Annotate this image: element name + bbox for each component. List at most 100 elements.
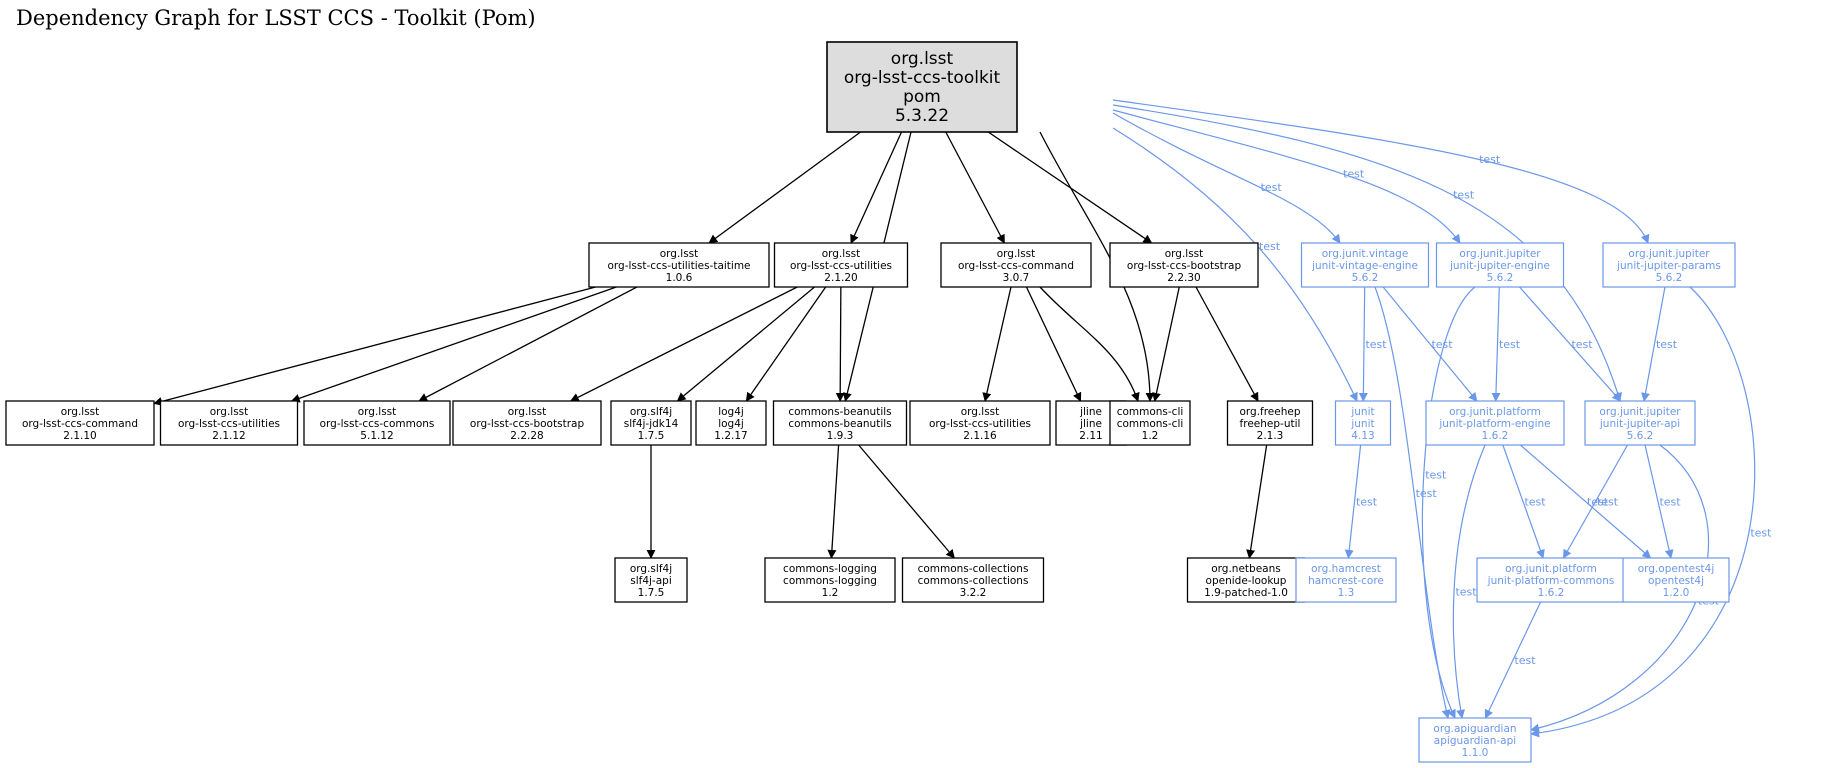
node-jupiter-params[interactable]: org.junit.jupiterjunit-jupiter-params5.6… bbox=[1602, 242, 1736, 288]
edge-line bbox=[676, 286, 815, 402]
edge-line bbox=[708, 131, 861, 244]
node-commons-collections[interactable]: commons-collectionscommons-collections3.… bbox=[901, 557, 1045, 603]
node-label-line: junit-platform-engine bbox=[1438, 418, 1550, 430]
node-label-line: org-lsst-ccs-bootstrap bbox=[470, 418, 585, 430]
node-label-line: org.freehep bbox=[1239, 406, 1300, 418]
edge-line bbox=[1530, 286, 1756, 738]
node-box bbox=[695, 400, 767, 446]
node-label-line: junit-jupiter-engine bbox=[1449, 260, 1550, 272]
edge-line bbox=[1358, 286, 1368, 402]
edge-label: test bbox=[1431, 338, 1453, 351]
edge-label: test bbox=[1479, 153, 1501, 166]
node-label-line: 1.2.0 bbox=[1663, 587, 1690, 599]
node-label-line: 1.7.5 bbox=[638, 430, 665, 442]
edge-line bbox=[1452, 444, 1486, 719]
edge-freehep-to-openide bbox=[1246, 444, 1268, 559]
node-label-line: org.lsst bbox=[961, 406, 1000, 418]
node-label-line: org.netbeans bbox=[1211, 563, 1280, 575]
node-platform-commons[interactable]: org.junit.platformjunit-platform-commons… bbox=[1476, 557, 1626, 603]
node-label-line: org.lsst bbox=[508, 406, 547, 418]
edge-line bbox=[569, 286, 798, 402]
node-label-line: org.slf4j bbox=[630, 406, 672, 418]
node-box bbox=[901, 557, 1045, 603]
node-label-line: org.opentest4j bbox=[1638, 563, 1715, 575]
node-label-line: junit-jupiter-api bbox=[1599, 418, 1680, 430]
edge-jupiter-engine-to-jupiter-api: test bbox=[1519, 286, 1622, 402]
edge-line bbox=[1484, 601, 1542, 719]
edge-label: test bbox=[1365, 338, 1387, 351]
node-box bbox=[452, 400, 602, 446]
edge-command-to-utilities-2116 bbox=[982, 286, 1012, 402]
edge-line bbox=[850, 131, 903, 244]
node-label-line: 2.1.3 bbox=[1257, 430, 1284, 442]
node-box bbox=[773, 242, 909, 288]
node-taitime[interactable]: org.lsstorg-lsst-ccs-utilities-taitime1.… bbox=[588, 242, 770, 288]
edge-label: test bbox=[1453, 189, 1475, 202]
node-label-line: junit bbox=[1350, 406, 1374, 418]
edge-line bbox=[1421, 286, 1476, 719]
edge-root-to-command bbox=[945, 131, 1005, 244]
edge-label: test bbox=[1514, 654, 1536, 667]
node-openide[interactable]: org.netbeansopenide-lookup1.9-patched-1.… bbox=[1186, 557, 1306, 603]
edge-line bbox=[1152, 286, 1180, 402]
edge-line bbox=[835, 286, 845, 402]
edge-label: test bbox=[1587, 496, 1609, 509]
node-label-line: junit-jupiter-params bbox=[1616, 260, 1721, 272]
node-label-line: 1.2.17 bbox=[714, 430, 747, 442]
node-box bbox=[764, 557, 896, 603]
node-box bbox=[1334, 400, 1392, 446]
node-jupiter-engine[interactable]: org.junit.jupiterjunit-jupiter-engine5.6… bbox=[1435, 242, 1565, 288]
edge-junit-to-hamcrest: test bbox=[1344, 444, 1378, 559]
edge-platform-engine-to-platform-commons: test bbox=[1502, 444, 1546, 559]
node-label-line: 2.1.16 bbox=[963, 430, 997, 442]
edge-root-to-jupiter-params: test bbox=[1112, 99, 1650, 244]
node-label-line: 5.3.22 bbox=[895, 106, 949, 126]
node-box bbox=[909, 400, 1051, 446]
edge-taitime-to-utilities-2112 bbox=[290, 286, 617, 403]
node-vintage[interactable]: org.junit.vintagejunit-vintage-engine5.6… bbox=[1300, 242, 1430, 288]
edge-label: test bbox=[1416, 487, 1438, 500]
edge-line bbox=[858, 444, 955, 559]
node-label-line: log4j bbox=[718, 418, 744, 430]
node-label-line: slf4j-api bbox=[630, 575, 672, 587]
node-label-line: 4.13 bbox=[1351, 430, 1374, 442]
edge-label: test bbox=[1259, 240, 1281, 253]
edge-root-to-taitime bbox=[708, 131, 861, 244]
node-label-line: 1.1.0 bbox=[1462, 747, 1489, 759]
node-label-line: apiguardian-api bbox=[1434, 735, 1516, 747]
edge-utilities-to-beanutils bbox=[835, 286, 845, 402]
node-box bbox=[5, 400, 155, 446]
node-label-line: commons-collections bbox=[918, 563, 1029, 575]
node-box bbox=[1186, 557, 1306, 603]
edge-line bbox=[982, 286, 1012, 402]
node-platform-engine[interactable]: org.junit.platformjunit-platform-engine1… bbox=[1425, 400, 1565, 446]
node-label-line: opentest4j bbox=[1648, 575, 1704, 587]
node-label-line: org-lsst-ccs-toolkit bbox=[844, 68, 1001, 88]
node-label-line: 1.7.5 bbox=[638, 587, 665, 599]
edge-line bbox=[1382, 286, 1478, 402]
node-label-line: org.lsst bbox=[210, 406, 249, 418]
edge-label: test bbox=[1571, 338, 1593, 351]
